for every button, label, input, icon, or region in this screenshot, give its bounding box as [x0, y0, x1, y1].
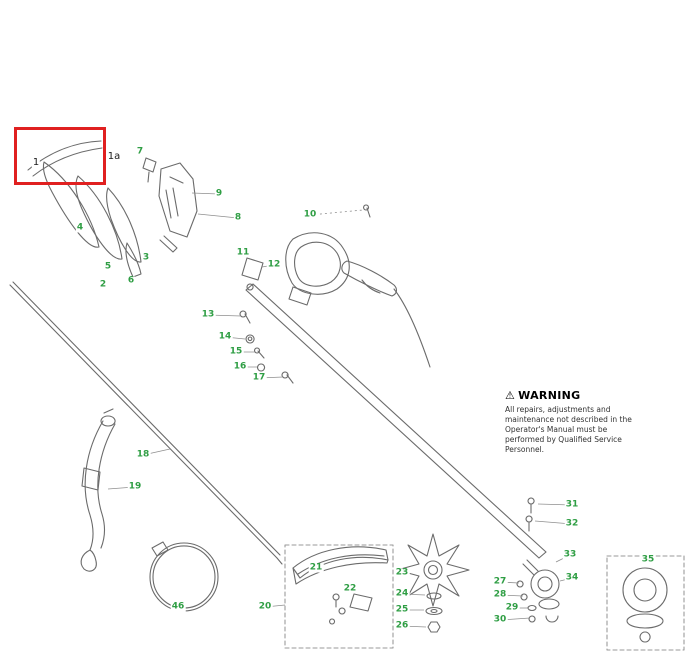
part-callout-17[interactable]: 17: [251, 372, 267, 383]
part-callout-6[interactable]: 6: [126, 275, 136, 286]
part-callout-30[interactable]: 30: [492, 614, 508, 625]
part-callout-2[interactable]: 2: [98, 279, 108, 290]
part-callout-34[interactable]: 34: [564, 572, 580, 583]
part-callout-14[interactable]: 14: [217, 331, 233, 342]
warning-box: ⚠ WARNING All repairs, adjustments and m…: [505, 389, 639, 454]
warning-title-row: ⚠ WARNING: [505, 389, 639, 402]
part-callout-24[interactable]: 24: [394, 588, 410, 599]
part-callout-18[interactable]: 18: [135, 449, 151, 460]
warning-triangle-icon: ⚠: [505, 389, 516, 402]
part-callout-10[interactable]: 10: [302, 209, 318, 220]
part-callout-26[interactable]: 26: [394, 620, 410, 631]
part-callout-46[interactable]: 46: [170, 601, 186, 612]
part-callout-9[interactable]: 9: [214, 188, 224, 199]
part-callout-12[interactable]: 12: [266, 259, 282, 270]
part-callout-1a[interactable]: 1a: [106, 151, 122, 162]
warning-title: WARNING: [518, 389, 581, 402]
part-callout-3[interactable]: 3: [141, 252, 151, 263]
part-callout-22[interactable]: 22: [342, 583, 358, 594]
part-callout-13[interactable]: 13: [200, 309, 216, 320]
part-callout-31[interactable]: 31: [564, 499, 580, 510]
part-callout-7[interactable]: 7: [135, 146, 145, 157]
part-callout-15[interactable]: 15: [228, 346, 244, 357]
part-callout-21[interactable]: 21: [308, 562, 324, 573]
part-callout-8[interactable]: 8: [233, 212, 243, 223]
part-callout-4[interactable]: 4: [75, 222, 85, 233]
part-callout-16[interactable]: 16: [232, 361, 248, 372]
part-callout-25[interactable]: 25: [394, 604, 410, 615]
part-callout-1[interactable]: 1: [31, 157, 41, 168]
part-callout-11[interactable]: 11: [235, 247, 251, 258]
part-callout-33[interactable]: 33: [562, 549, 578, 560]
part-callout-32[interactable]: 32: [564, 518, 580, 529]
part-callout-23[interactable]: 23: [394, 567, 410, 578]
part-callout-20[interactable]: 20: [257, 601, 273, 612]
part-callout-29[interactable]: 29: [504, 602, 520, 613]
part-callout-28[interactable]: 28: [492, 589, 508, 600]
part-callout-27[interactable]: 27: [492, 576, 508, 587]
warning-body: All repairs, adjustments and maintenance…: [505, 405, 632, 454]
part-callout-5[interactable]: 5: [103, 261, 113, 272]
part-callout-35[interactable]: 35: [640, 554, 656, 565]
part-callout-19[interactable]: 19: [127, 481, 143, 492]
